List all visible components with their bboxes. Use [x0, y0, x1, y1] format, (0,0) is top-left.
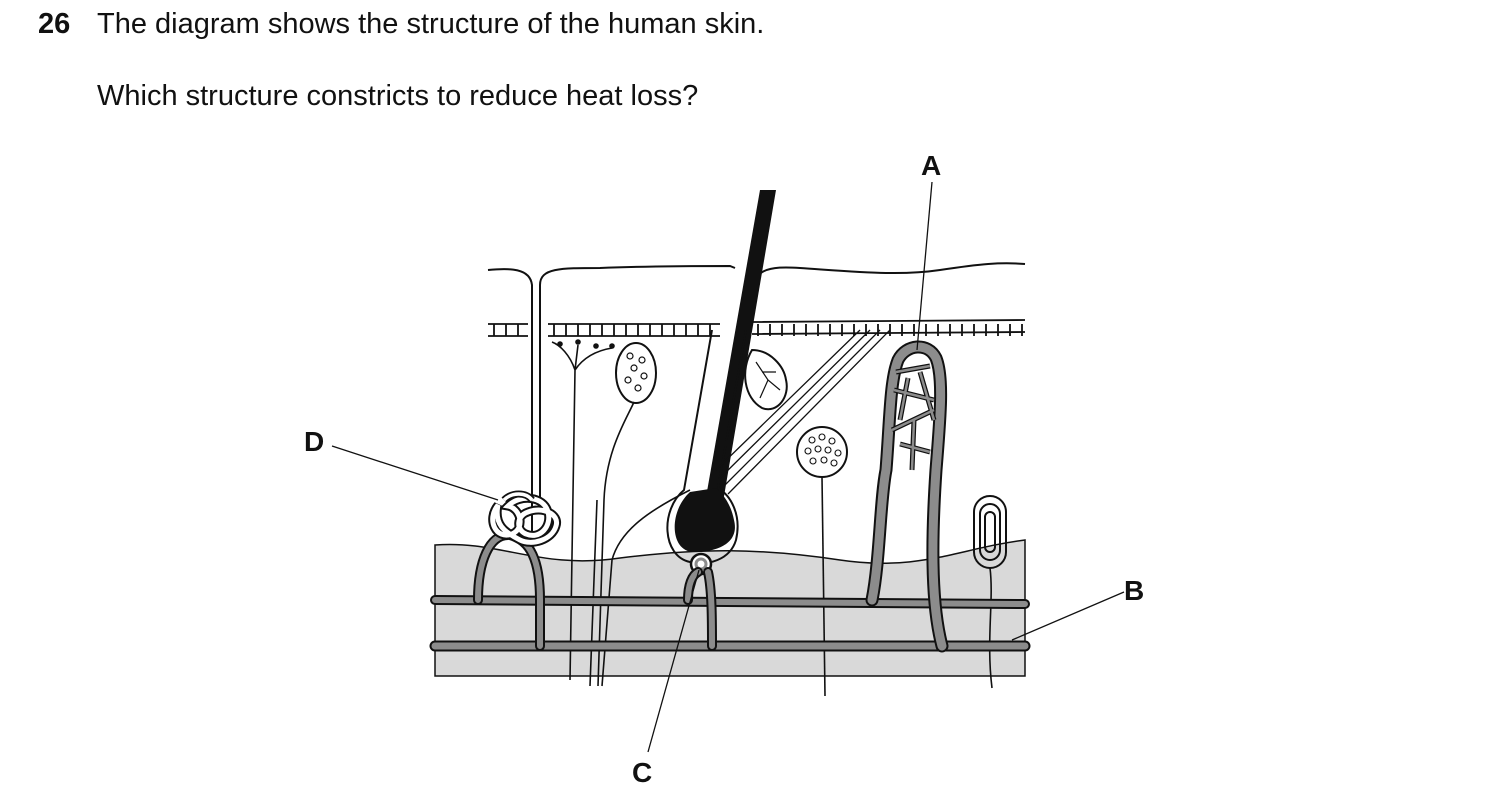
hair-bulb: [674, 488, 735, 552]
sweat-duct: [531, 285, 541, 500]
nerve-fibre: [589, 489, 691, 687]
label-d: D: [304, 426, 324, 457]
skin-surface-right: [749, 262, 1026, 301]
nerve-dot: [575, 339, 581, 345]
label-line-b: [1011, 591, 1125, 641]
pacinian-corpuscle: [973, 495, 1007, 569]
skin-surface: [487, 268, 533, 540]
question-number: 26: [38, 8, 71, 40]
touch-receptor-nerve: [597, 401, 635, 687]
temperature-receptor-dots: [804, 433, 842, 467]
label-c: C: [632, 757, 652, 788]
erector-muscle: [715, 329, 891, 495]
coiled-sweat-gland: [488, 490, 561, 547]
label-line-a: [916, 181, 933, 351]
hair-shaft: [702, 190, 776, 520]
label-line-d: [331, 445, 499, 501]
question-stem: The diagram shows the structure of the h…: [97, 8, 765, 40]
pacinian-nerve: [988, 567, 993, 689]
temperature-receptor-nerve: [821, 476, 826, 697]
touch-receptor: [615, 342, 657, 404]
label-a: A: [921, 150, 941, 181]
question-prompt: Which structure constricts to reduce hea…: [97, 80, 699, 112]
nerve-dot: [609, 343, 615, 349]
label-b: B: [1124, 575, 1144, 606]
sebaceous-gland: [744, 348, 788, 411]
nerve-dot: [557, 341, 563, 347]
touch-receptor-dots: [624, 352, 648, 392]
label-line-c: [647, 569, 700, 753]
nerve-dot: [593, 343, 599, 349]
nerve-ending: [551, 341, 613, 681]
sebaceous-gland-lobes: [755, 361, 781, 399]
skin-surface-middle: [539, 264, 736, 286]
basal-layer: [488, 319, 1026, 337]
